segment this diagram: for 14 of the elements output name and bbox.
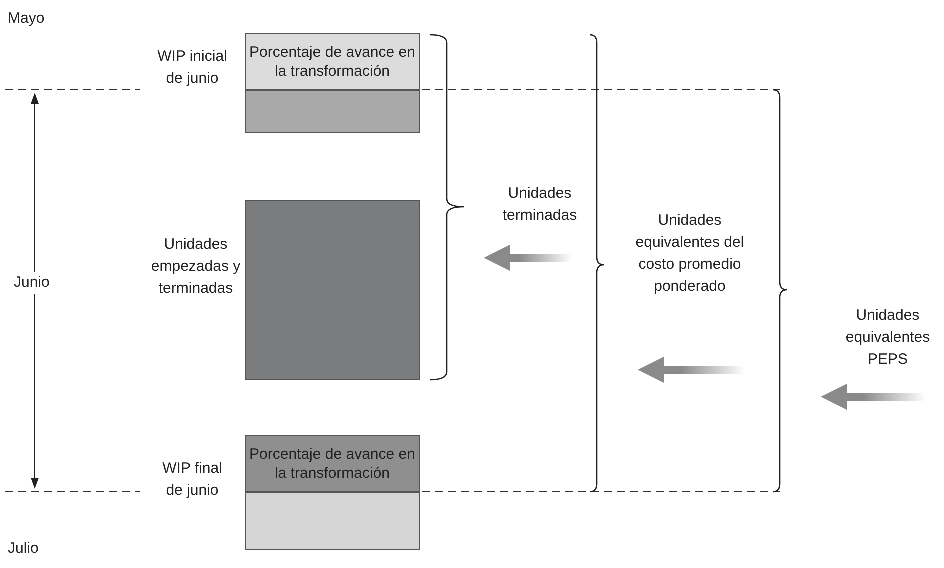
row-label: WIP inicial de junio [156, 47, 228, 89]
process-box: Porcentaje de avance en la transformación [245, 33, 420, 90]
arrow-caption: Unidades equivalentes del costo promedio ponderado [634, 211, 746, 297]
wip-bar [245, 492, 420, 550]
period-label: Mayo [8, 9, 46, 29]
wip-bar [245, 90, 420, 133]
period-label: Junio [12, 272, 52, 294]
process-box: Porcentaje de avance en la transformación [245, 435, 420, 492]
row-label: Unidades empezadas y terminadas [150, 235, 242, 299]
arrow-caption: Unidades equivalentes PEPS [844, 306, 932, 370]
arrow-caption: Unidades terminadas [502, 184, 578, 226]
period-label: Julio [8, 539, 40, 559]
row-label: WIP final de junio [162, 459, 224, 501]
units-bar [245, 200, 420, 380]
